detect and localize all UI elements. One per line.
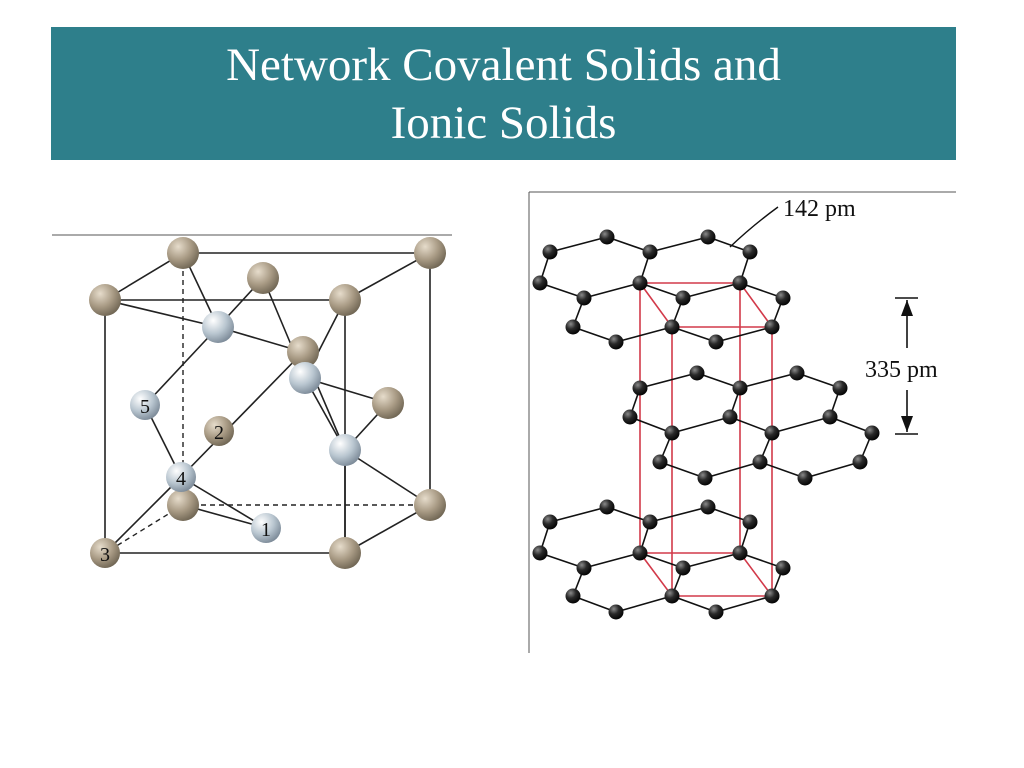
carbon-atoms	[622, 365, 880, 486]
tan-atom	[414, 237, 446, 269]
graphite-structure-diagram: 142 pm 335 pm	[528, 191, 956, 653]
tan-atom	[287, 336, 319, 368]
diamond-unit-cell-figure: 1 2 3 4 5	[52, 230, 452, 600]
atom-label-5: 5	[140, 396, 150, 418]
tan-atom	[414, 489, 446, 521]
carbon-atoms	[532, 499, 791, 620]
graphite-layer-top	[532, 229, 791, 350]
atom-label-1: 1	[261, 519, 271, 541]
silver-atom	[329, 434, 361, 466]
tan-atom	[89, 284, 121, 316]
tan-atom	[329, 537, 361, 569]
tan-atom	[167, 237, 199, 269]
graphite-layer-middle	[622, 365, 880, 486]
silver-atom	[202, 311, 234, 343]
bond-length-leader-line	[729, 206, 779, 248]
tan-atom	[167, 489, 199, 521]
atom-label-3: 3	[100, 544, 110, 566]
tan-atoms	[89, 237, 446, 569]
slide-title-line-1: Network Covalent Solids and	[226, 38, 781, 91]
carbon-atoms	[532, 229, 791, 350]
tan-atom-2	[204, 416, 234, 446]
graphite-structure-figure: 142 pm 335 pm	[527, 190, 957, 655]
graphite-layer-bottom	[532, 499, 791, 620]
atom-label-4: 4	[176, 468, 186, 490]
silver-atom-4	[166, 462, 196, 492]
silver-atoms	[130, 311, 361, 543]
tan-atom	[329, 284, 361, 316]
arrow-down-icon	[901, 416, 913, 432]
silver-atom-5	[130, 390, 160, 420]
silver-atom-1	[251, 513, 281, 543]
silver-atom	[289, 362, 321, 394]
tan-atom-3	[90, 538, 120, 568]
slide-title-line-2: Ionic Solids	[390, 96, 617, 149]
layer-bonds	[539, 236, 784, 343]
slide-title-bar: Network Covalent Solids and Ionic Solids	[51, 27, 956, 160]
tan-atom	[372, 387, 404, 419]
atom-label-2: 2	[214, 422, 224, 444]
layer-spacing-label: 335 pm	[865, 357, 938, 383]
arrow-up-icon	[901, 300, 913, 316]
diamond-unit-cell-diagram: 1 2 3 4 5	[52, 234, 452, 569]
atom-number-labels: 1 2 3 4 5	[100, 396, 271, 566]
bond-length-label: 142 pm	[783, 196, 856, 222]
tan-atom	[247, 262, 279, 294]
